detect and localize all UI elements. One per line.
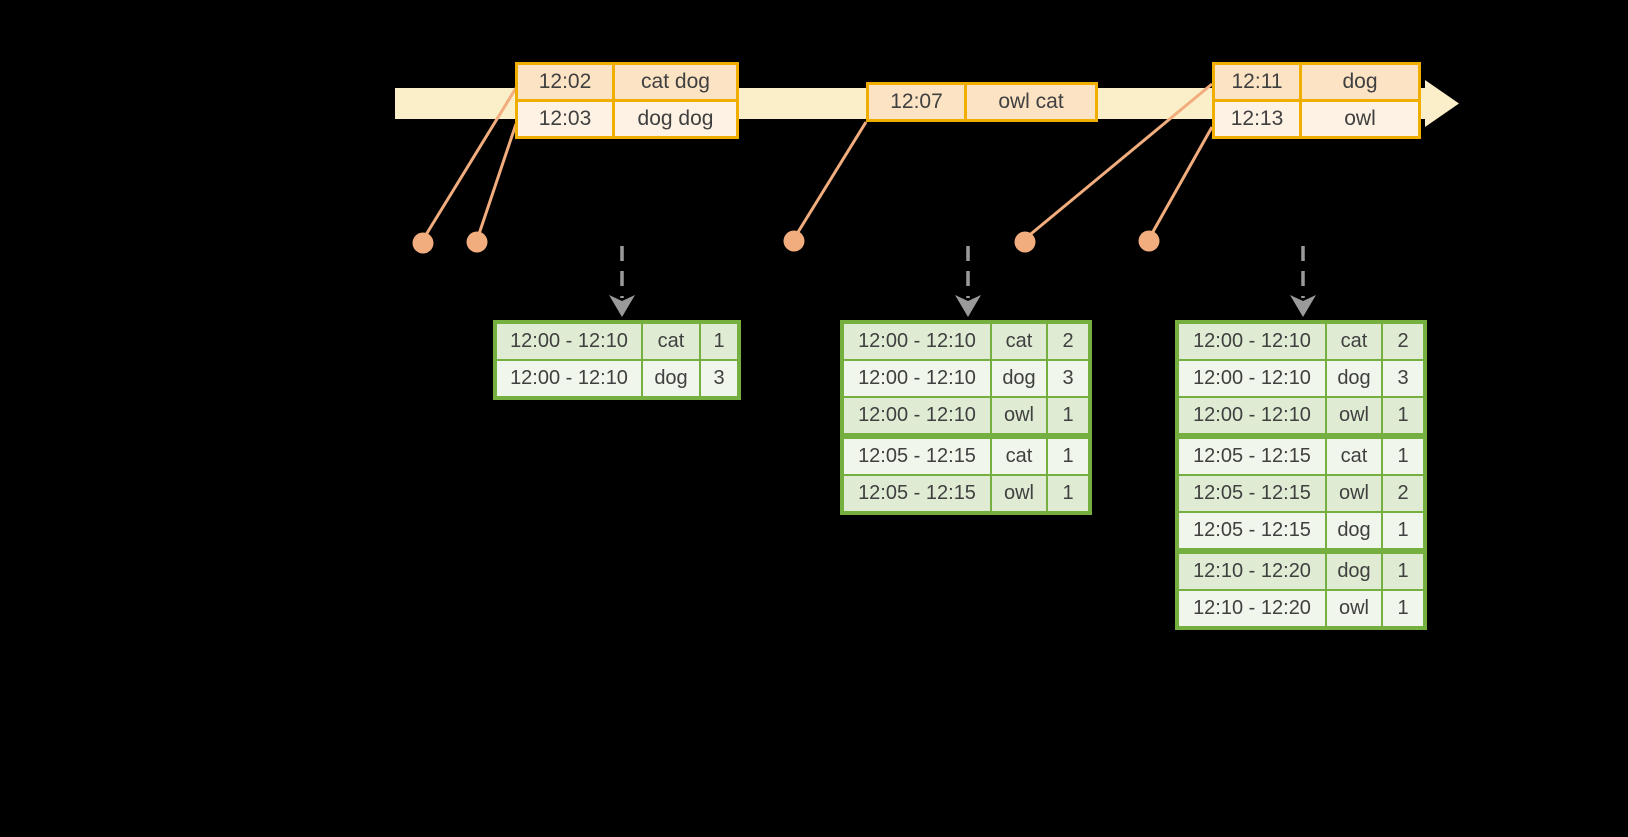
window-cell: 12:00 - 12:10 <box>1176 396 1327 437</box>
word-cell: cat <box>641 321 701 361</box>
result-row: 12:00 - 12:10 owl 1 <box>841 396 1091 437</box>
result-table: 12:00 - 12:10 cat 2 12:00 - 12:10 dog 3 … <box>1175 320 1427 630</box>
window-cell: 12:00 - 12:10 <box>1176 359 1327 398</box>
event-time-cell: 12:02 <box>515 62 615 102</box>
word-cell: dog <box>1325 548 1383 591</box>
count-cell: 2 <box>1381 321 1426 361</box>
window-cell: 12:00 - 12:10 <box>841 321 992 361</box>
event-words-cell: owl <box>1299 99 1421 139</box>
word-cell: owl <box>990 474 1048 514</box>
window-cell: 12:10 - 12:20 <box>1176 548 1327 591</box>
count-cell: 1 <box>1046 433 1091 476</box>
result-row: 12:00 - 12:10 dog 3 <box>1176 359 1426 398</box>
event-dot <box>1138 230 1160 252</box>
event-dot <box>466 231 488 253</box>
event-time-cell: 12:07 <box>866 82 967 122</box>
count-cell: 3 <box>1381 359 1426 398</box>
trigger-arrow <box>1290 246 1316 317</box>
connector-line <box>1025 82 1213 240</box>
window-cell: 12:05 - 12:15 <box>841 433 992 476</box>
result-table: 12:00 - 12:10 cat 2 12:00 - 12:10 dog 3 … <box>840 320 1092 515</box>
connector-line <box>476 123 518 238</box>
count-cell: 2 <box>1046 321 1091 361</box>
event-dot <box>1014 231 1036 253</box>
result-table: 12:00 - 12:10 cat 1 12:00 - 12:10 dog 3 <box>493 320 741 400</box>
window-cell: 12:00 - 12:10 <box>1176 321 1327 361</box>
result-row: 12:10 - 12:20 owl 1 <box>1176 589 1426 629</box>
result-row: 12:00 - 12:10 owl 1 <box>1176 396 1426 437</box>
event-time-cell: 12:11 <box>1212 62 1302 102</box>
window-cell: 12:10 - 12:20 <box>1176 589 1327 629</box>
event-row: 12:07 owl cat <box>866 82 1098 122</box>
result-row: 12:05 - 12:15 owl 1 <box>841 474 1091 514</box>
event-table: 12:11 dog 12:13 owl <box>1212 62 1421 139</box>
result-row: 12:10 - 12:20 dog 1 <box>1176 548 1426 591</box>
count-cell: 1 <box>1381 433 1426 476</box>
result-row: 12:00 - 12:10 cat 1 <box>494 321 740 361</box>
count-cell: 3 <box>699 359 740 399</box>
event-time-cell: 12:13 <box>1212 99 1302 139</box>
word-cell: dog <box>1325 511 1383 552</box>
window-cell: 12:00 - 12:10 <box>494 359 643 399</box>
timeline-arrowhead-icon <box>1425 80 1459 127</box>
window-cell: 12:00 - 12:10 <box>494 321 643 361</box>
window-cell: 12:05 - 12:15 <box>1176 474 1327 513</box>
event-words-cell: dog dog <box>612 99 739 139</box>
connector-line <box>1148 126 1214 238</box>
count-cell: 2 <box>1381 474 1426 513</box>
count-cell: 1 <box>1046 396 1091 437</box>
word-cell: owl <box>1325 589 1383 629</box>
result-row: 12:00 - 12:10 dog 3 <box>841 359 1091 398</box>
word-cell: owl <box>990 396 1048 437</box>
event-table: 12:02 cat dog 12:03 dog dog <box>515 62 739 139</box>
event-words-cell: cat dog <box>612 62 739 102</box>
result-row: 12:05 - 12:15 cat 1 <box>1176 433 1426 476</box>
event-dot <box>783 230 805 252</box>
word-cell: cat <box>1325 433 1383 476</box>
trigger-arrow <box>609 246 635 317</box>
result-row: 12:00 - 12:10 cat 2 <box>841 321 1091 361</box>
result-row: 12:05 - 12:15 owl 2 <box>1176 474 1426 513</box>
word-cell: dog <box>990 359 1048 398</box>
connector-line <box>422 87 518 239</box>
connector-line <box>793 121 868 238</box>
trigger-arrow <box>955 246 981 317</box>
window-cell: 12:05 - 12:15 <box>841 474 992 514</box>
word-cell: owl <box>1325 474 1383 513</box>
window-cell: 12:00 - 12:10 <box>841 359 992 398</box>
event-words-cell: owl cat <box>964 82 1098 122</box>
result-row: 12:05 - 12:15 dog 1 <box>1176 511 1426 552</box>
count-cell: 1 <box>1381 589 1426 629</box>
event-row: 12:02 cat dog <box>515 62 739 102</box>
count-cell: 1 <box>1381 511 1426 552</box>
event-table: 12:07 owl cat <box>866 82 1098 122</box>
result-row: 12:00 - 12:10 dog 3 <box>494 359 740 399</box>
result-row: 12:05 - 12:15 cat 1 <box>841 433 1091 476</box>
count-cell: 1 <box>1381 396 1426 437</box>
count-cell: 1 <box>1046 474 1091 514</box>
event-row: 12:13 owl <box>1212 99 1421 139</box>
word-cell: dog <box>641 359 701 399</box>
result-row: 12:00 - 12:10 cat 2 <box>1176 321 1426 361</box>
count-cell: 1 <box>1381 548 1426 591</box>
event-row: 12:11 dog <box>1212 62 1421 102</box>
count-cell: 1 <box>699 321 740 361</box>
event-time-cell: 12:03 <box>515 99 615 139</box>
window-cell: 12:05 - 12:15 <box>1176 511 1327 552</box>
word-cell: cat <box>990 321 1048 361</box>
window-cell: 12:00 - 12:10 <box>841 396 992 437</box>
window-cell: 12:05 - 12:15 <box>1176 433 1327 476</box>
word-cell: dog <box>1325 359 1383 398</box>
count-cell: 3 <box>1046 359 1091 398</box>
word-cell: cat <box>1325 321 1383 361</box>
word-cell: cat <box>990 433 1048 476</box>
word-cell: owl <box>1325 396 1383 437</box>
event-dot <box>412 232 434 254</box>
event-words-cell: dog <box>1299 62 1421 102</box>
event-row: 12:03 dog dog <box>515 99 739 139</box>
